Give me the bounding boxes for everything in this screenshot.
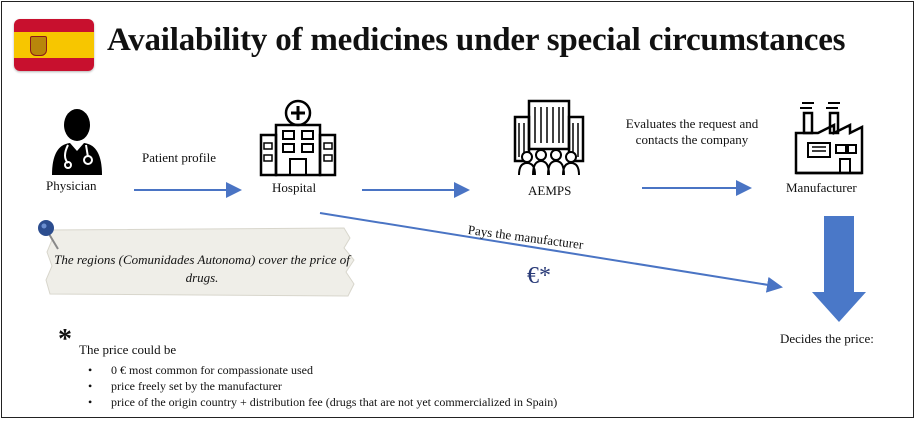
price-intro: The price could be <box>79 342 177 357</box>
evaluates-label: Evaluates the request and contacts the c… <box>625 116 759 147</box>
spain-flag-icon <box>14 19 94 71</box>
hospital-icon <box>259 99 337 177</box>
regions-note-text: The regions (Comunidades Autonoma) cover… <box>54 252 350 285</box>
aemps-label: AEMPS <box>528 183 572 198</box>
arrow-hospital-payment <box>319 212 783 293</box>
list-item: price freely set by the manufacturer <box>88 378 557 394</box>
list-item: price of the origin country + distributi… <box>88 394 557 410</box>
euro-symbol: €* <box>527 263 551 289</box>
regions-note: The regions (Comunidades Autonoma) cover… <box>44 226 356 298</box>
physician-label: Physician <box>46 178 97 193</box>
slide-title: Availability of medicines under special … <box>107 22 846 58</box>
manufacturer-label: Manufacturer <box>786 180 857 195</box>
factory-icon <box>794 102 864 175</box>
agency-building-icon <box>513 99 585 175</box>
pin-icon <box>38 220 59 250</box>
physician-icon <box>52 109 102 175</box>
patient-profile-label: Patient profile <box>142 150 217 165</box>
decides-price-arrow <box>812 216 866 322</box>
decides-price-label: Decides the price: <box>780 331 874 346</box>
price-list: 0 € most common for compassionate used p… <box>88 362 557 410</box>
footnote-marker: * <box>58 324 72 355</box>
hospital-label: Hospital <box>272 180 317 195</box>
list-item: 0 € most common for compassionate used <box>88 362 557 378</box>
